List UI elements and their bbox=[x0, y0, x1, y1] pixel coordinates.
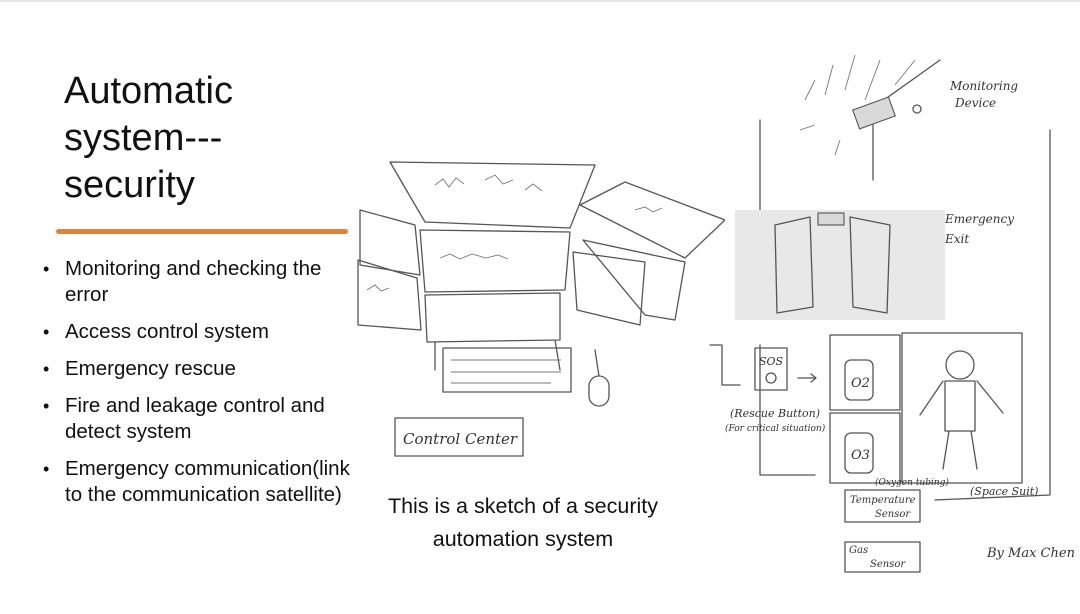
top-divider bbox=[0, 0, 1080, 2]
rescue-note: (For critical situation) bbox=[725, 423, 826, 434]
helmet-icon bbox=[945, 350, 975, 380]
camera-icon bbox=[852, 96, 896, 130]
screen-left-upper bbox=[359, 209, 421, 276]
oxygen-label-2: O3 bbox=[851, 448, 870, 463]
screen-center-lower bbox=[424, 292, 561, 343]
screen-right-lower bbox=[572, 251, 646, 326]
sos-label: SOS bbox=[759, 355, 784, 368]
title-underline bbox=[56, 229, 348, 234]
oxygen-label-1: O2 bbox=[851, 376, 870, 391]
title-line-3: security bbox=[64, 164, 195, 206]
bullet-dot-icon: • bbox=[43, 322, 50, 342]
bullet-list: •Monitoring and checking the error •Acce… bbox=[40, 256, 360, 519]
bullet-dot-icon: • bbox=[43, 359, 50, 379]
bullet-item: •Access control system bbox=[43, 320, 269, 343]
arrow-icon bbox=[797, 373, 817, 383]
spacesuit-cabinet bbox=[901, 332, 1023, 484]
exit-door-right bbox=[849, 216, 891, 314]
temp-sensor-label-1: Temperature bbox=[850, 495, 916, 506]
bullet-dot-icon: • bbox=[43, 459, 50, 479]
gas-sensor-label-2: Sensor bbox=[870, 559, 906, 570]
sketch-caption: This is a sketch of a security automatio… bbox=[362, 490, 684, 556]
control-center-sketch: Control Center bbox=[357, 161, 725, 457]
keyboard bbox=[442, 347, 572, 393]
screen-left-lower bbox=[357, 259, 422, 331]
spacesuit-icon bbox=[919, 380, 1004, 470]
exit-sign bbox=[817, 212, 845, 226]
monitoring-label-2: Device bbox=[954, 96, 996, 110]
monitoring-label-1: Monitoring bbox=[949, 79, 1018, 93]
screen-top bbox=[389, 161, 596, 229]
oxygen-cabinet-1 bbox=[829, 334, 901, 411]
bullet-item: •Monitoring and checking the error bbox=[43, 257, 322, 306]
temperature-sensor bbox=[844, 489, 921, 523]
exit-door-left bbox=[774, 216, 814, 314]
exit-label-1: Emergency bbox=[944, 212, 1014, 226]
title-line-2: system--- bbox=[64, 117, 223, 159]
control-center-label-box bbox=[394, 417, 524, 457]
mouse bbox=[588, 375, 610, 407]
bullet-dot-icon: • bbox=[43, 259, 50, 279]
gas-sensor-label-1: Gas bbox=[849, 545, 868, 556]
slide-title: Automatic system--- security bbox=[64, 68, 354, 209]
bullet-item: •Emergency communication(link to the com… bbox=[43, 457, 350, 506]
caption-line-2: automation system bbox=[432, 527, 614, 551]
gas-sensor bbox=[844, 541, 921, 573]
screen-center bbox=[419, 229, 571, 293]
spacesuit-label: (Space Suit) bbox=[970, 485, 1038, 498]
oxygen-tubing-label: (Oxygen tubing) bbox=[875, 477, 949, 488]
security-devices-sketch: Monitoring Device Emergency Exit SOS (Re… bbox=[709, 54, 1075, 573]
exit-label-2: Exit bbox=[944, 232, 969, 246]
sos-button bbox=[754, 347, 788, 391]
caption-line-1: This is a sketch of a security bbox=[387, 494, 659, 518]
bullet-item: •Fire and leakage control and detect sys… bbox=[43, 394, 325, 443]
signature: By Max Chen bbox=[986, 546, 1075, 561]
title-line-1: Automatic bbox=[64, 70, 233, 112]
control-center-label: Control Center bbox=[403, 430, 518, 448]
rescue-button-label: (Rescue Button) bbox=[730, 407, 820, 420]
bullet-dot-icon: • bbox=[43, 396, 50, 416]
temp-sensor-label-2: Sensor bbox=[875, 509, 911, 520]
oxygen-cabinet-2 bbox=[829, 412, 901, 484]
bullet-item: •Emergency rescue bbox=[43, 357, 236, 380]
screen-right-upper bbox=[579, 181, 725, 259]
